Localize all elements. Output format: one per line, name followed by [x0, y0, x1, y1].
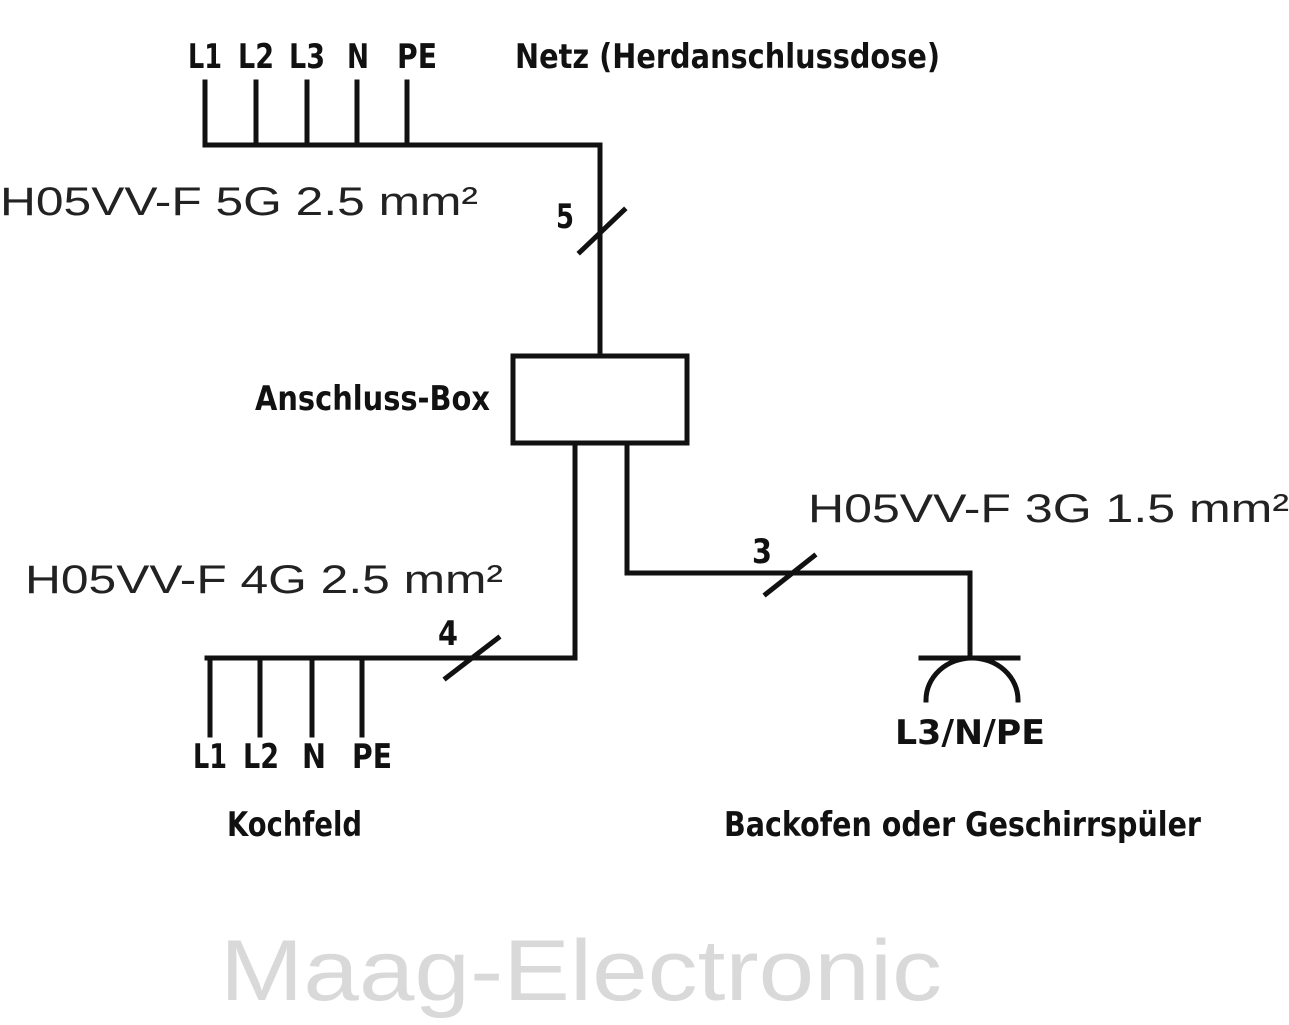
- hob-terminal-pe: PE: [352, 737, 392, 777]
- supply-conductor-tick: [576, 206, 628, 256]
- hob-terminal-l1: L1: [193, 737, 227, 777]
- junction-box: Anschluss-Box: [255, 353, 690, 446]
- hob-conductor-tick: [442, 634, 502, 682]
- hob-section: 4 H05VV-F 4G 2.5 mm² L1 L2 N PE Kochfeld: [25, 440, 578, 845]
- supply-terminal-l2: L2: [238, 37, 274, 77]
- oven-conductor-count: 3: [752, 532, 772, 572]
- supply-section: L1 L2 L3 N PE Netz (Herdanschlussdose) 5…: [0, 37, 940, 358]
- supply-title: Netz (Herdanschlussdose): [515, 37, 940, 77]
- hob-cable-spec: H05VV-F 4G 2.5 mm²: [25, 558, 503, 602]
- oven-wires: [624, 440, 973, 661]
- supply-conductor-count: 5: [556, 197, 574, 237]
- junction-box-rect: [510, 353, 690, 446]
- supply-terminal-n: N: [347, 37, 369, 77]
- supply-terminal-l1: L1: [188, 37, 222, 77]
- socket-icon: [923, 655, 1021, 703]
- hob-conductor-count: 4: [438, 614, 458, 654]
- oven-cable-spec: H05VV-F 3G 1.5 mm²: [808, 487, 1289, 531]
- hob-wires: [204, 440, 578, 738]
- junction-box-label: Anschluss-Box: [255, 379, 490, 419]
- supply-cable-spec: H05VV-F 5G 2.5 mm²: [0, 180, 478, 224]
- supply-terminal-l3: L3: [289, 37, 325, 77]
- oven-terminal: L3/N/PE: [895, 713, 1045, 753]
- hob-terminal-l2: L2: [243, 737, 279, 777]
- hob-title: Kochfeld: [227, 805, 362, 845]
- oven-section: 3 H05VV-F 3G 1.5 mm² L3/N/PE Backofen od…: [624, 440, 1289, 845]
- oven-conductor-tick: [762, 552, 818, 598]
- hob-terminal-n: N: [302, 737, 326, 777]
- supply-terminal-pe: PE: [397, 37, 437, 77]
- oven-title: Backofen oder Geschirrspüler: [724, 805, 1201, 845]
- watermark: Maag-Electronic: [220, 923, 942, 1019]
- supply-wires: [202, 79, 603, 358]
